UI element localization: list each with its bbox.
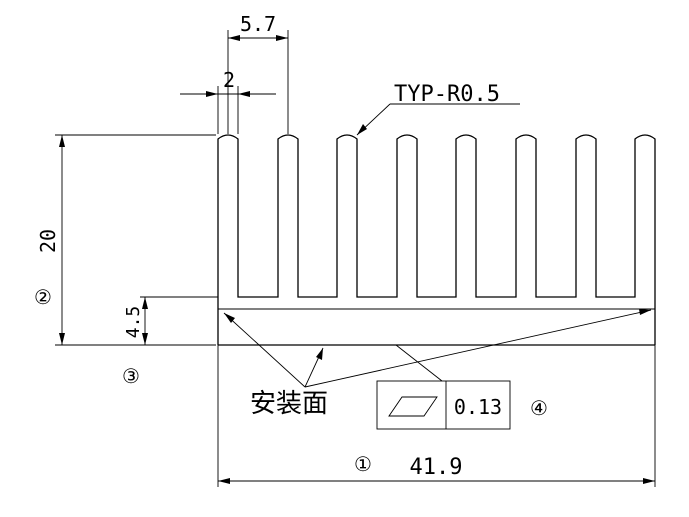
height-arrow-top: [59, 135, 65, 147]
fin-thick-arrow-left: [206, 91, 218, 97]
base-arrow-bottom: [142, 333, 148, 345]
flatness-tolerance: 0.13: [454, 395, 502, 419]
radius-leader-arrow: [357, 124, 367, 135]
height-label: 20: [36, 229, 60, 253]
callout-1: ①: [354, 452, 372, 476]
base-label: 4.5: [123, 306, 144, 339]
pitch-arrow-left: [228, 35, 240, 41]
mount-arrow-surface: [316, 348, 323, 360]
width-arrow-left: [218, 478, 230, 484]
fin-thick-arrow-right: [238, 91, 250, 97]
flatness-frame: [376, 380, 511, 430]
callout-2: ②: [34, 285, 52, 309]
width-label: 41.9: [410, 455, 463, 480]
parallelogram-flatness-icon: [388, 396, 438, 417]
mount-surface-label: 安装面: [250, 389, 328, 419]
mount-arrow-right: [639, 309, 651, 315]
callout-3: ③: [122, 364, 140, 388]
mount-arrow-corner: [224, 313, 235, 323]
callout-4: ④: [530, 396, 548, 420]
fin-thick-label: 2: [223, 68, 235, 92]
base-arrow-top: [142, 297, 148, 309]
flatness-leader: [395, 344, 443, 382]
pitch-label: 5.7: [240, 12, 276, 36]
radius-label: TYP-R0.5: [394, 82, 500, 107]
heatsink-profile: [217, 134, 656, 346]
mount-leader-to-corner: [223, 312, 306, 388]
width-arrow-right: [643, 478, 655, 484]
pitch-arrow-right: [276, 35, 288, 41]
height-arrow-bottom: [59, 333, 65, 345]
mount-leader-to-right: [304, 309, 652, 388]
